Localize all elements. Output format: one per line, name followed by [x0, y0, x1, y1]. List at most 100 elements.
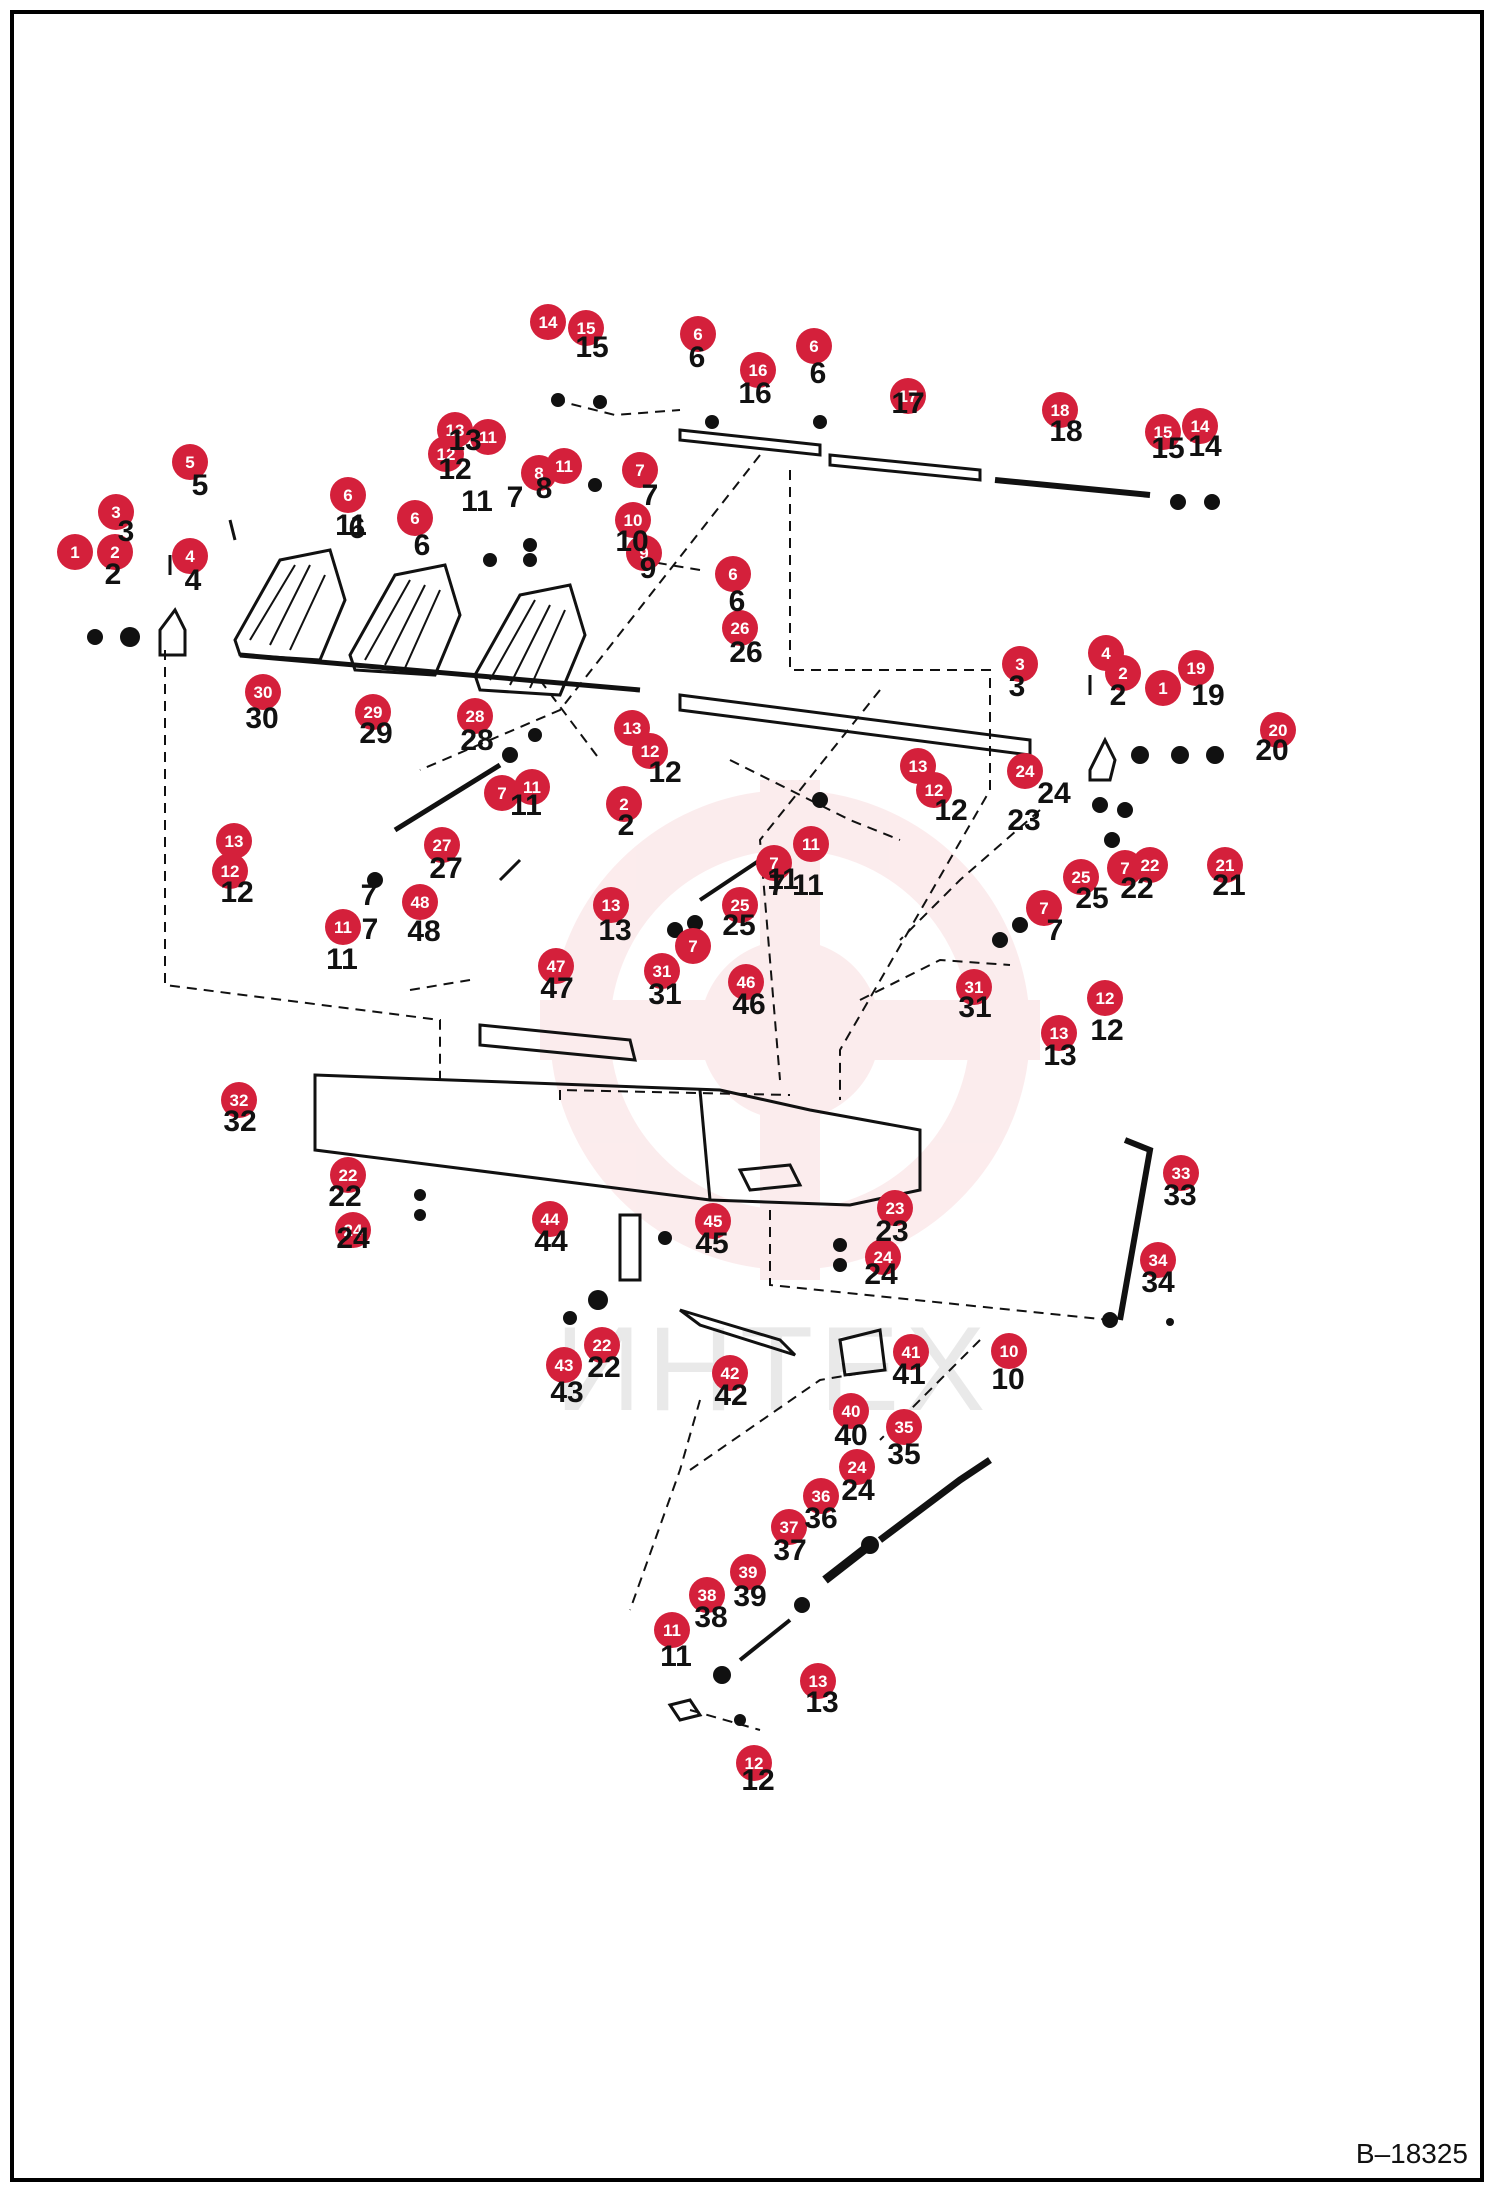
- callout-circle: [1026, 890, 1062, 926]
- callout-circle: [800, 1663, 836, 1699]
- callout-badge: 19: [1178, 650, 1214, 686]
- part-number-label: 24: [336, 1222, 370, 1255]
- part-number-label: 36: [804, 1502, 837, 1535]
- rod-25: [698, 858, 762, 902]
- callout-number: 25: [731, 896, 750, 915]
- callout-badge: 6: [680, 316, 716, 352]
- callout-number: 20: [1269, 721, 1288, 740]
- part-number-label: 12: [934, 794, 967, 827]
- callout-circle: [890, 378, 926, 414]
- callout-badge: 47: [538, 948, 574, 984]
- callout-badge: 34: [1140, 1242, 1176, 1278]
- callout-number: 30: [254, 683, 273, 702]
- callout-badge: 25: [1063, 859, 1099, 895]
- callout-badge: 43: [546, 1347, 582, 1383]
- callout-number: 24: [874, 1248, 893, 1267]
- callout-circle: [57, 534, 93, 570]
- callout-badge: 25: [722, 887, 758, 923]
- callout-number: 29: [364, 703, 383, 722]
- callout-circle: [1140, 1242, 1176, 1278]
- callout-number: 12: [641, 742, 660, 761]
- part-number-label: 46: [732, 988, 765, 1021]
- part-number-label: 7: [769, 869, 786, 902]
- part-number-label: 22: [328, 1180, 361, 1213]
- spring-36: [822, 1541, 873, 1584]
- callout-number: 39: [739, 1563, 758, 1582]
- callout-number: 22: [593, 1336, 612, 1355]
- callout-circle: [1260, 712, 1296, 748]
- callout-circle: [796, 328, 832, 364]
- callout-number: 44: [541, 1210, 560, 1229]
- callout-number: 7: [769, 854, 778, 873]
- callout-number: 2: [110, 543, 119, 562]
- callout-number: 2: [1118, 664, 1127, 683]
- part-number-label: 6: [349, 512, 366, 545]
- callout-badge: 11: [470, 419, 506, 455]
- callout-badge: 22: [1132, 847, 1168, 883]
- callout-circle: [172, 444, 208, 480]
- part-number-label: 12: [741, 1764, 774, 1797]
- callout-badge: 11: [325, 909, 361, 945]
- callout-badge: 45: [695, 1203, 731, 1239]
- callout-number: 32: [230, 1091, 249, 1110]
- callout-number: 26: [731, 619, 750, 638]
- callout-number: 27: [433, 836, 452, 855]
- callout-badge: 33: [1163, 1155, 1199, 1191]
- callout-number: 13: [809, 1672, 828, 1691]
- part-number-label: 28: [460, 724, 493, 757]
- callout-badge: 31: [644, 953, 680, 989]
- callout-badge: 35: [886, 1409, 922, 1445]
- callout-badge: 8: [521, 455, 557, 491]
- callout-number: 11: [555, 457, 573, 476]
- part-number-label: 22: [1120, 872, 1153, 905]
- callout-circle: [722, 887, 758, 923]
- callout-circle: [1163, 1155, 1199, 1191]
- part-number-label: 23: [875, 1215, 908, 1248]
- part-number-label: 7: [507, 481, 524, 514]
- assembly-dashed-lines: [164, 399, 1111, 1731]
- part-number-label: 6: [810, 357, 827, 390]
- callout-number: 2: [619, 795, 628, 814]
- callout-circle: [1145, 670, 1181, 706]
- callout-circle: [470, 419, 506, 455]
- callout-number: 22: [1141, 856, 1160, 875]
- callout-badge: 13: [1041, 1015, 1077, 1051]
- callout-number: 11: [802, 835, 820, 854]
- callout-badge: 42: [712, 1355, 748, 1391]
- callout-badge: 13: [593, 887, 629, 923]
- part-number-label: 13: [598, 914, 631, 947]
- callout-circle: [712, 1355, 748, 1391]
- callout-circle: [221, 1082, 257, 1118]
- callout-circle: [325, 909, 361, 945]
- callout-circle: [654, 1612, 690, 1648]
- diagram-frame: [10, 10, 1484, 2182]
- part-number-label: 6: [414, 529, 431, 562]
- callout-circle: [212, 853, 248, 889]
- callout-badge: 12: [736, 1745, 772, 1781]
- callout-number: 17: [899, 387, 918, 406]
- callout-number: 11: [663, 1621, 681, 1640]
- callout-badge: 17: [890, 378, 926, 414]
- callout-badge: 12: [632, 733, 668, 769]
- callout-circle: [530, 304, 566, 340]
- callout-circle: [428, 436, 464, 472]
- part-number-label: 19: [1191, 679, 1224, 712]
- rod-18: [994, 477, 1151, 498]
- link-42: [679, 1308, 797, 1357]
- callout-badge: 13: [800, 1663, 836, 1699]
- callout-number: 1: [1158, 679, 1167, 698]
- shaft-26: [678, 693, 1032, 757]
- callout-number: 40: [842, 1402, 861, 1421]
- part-number-label: 12: [1090, 1014, 1123, 1047]
- callout-badge: 7: [484, 775, 520, 811]
- callout-number: 10: [1000, 1342, 1019, 1361]
- callout-circle: [172, 538, 208, 574]
- part-number-label: 11: [792, 869, 824, 902]
- callout-circle: [98, 494, 134, 530]
- callout-badge: 5: [172, 444, 208, 480]
- callout-badge: 6: [397, 500, 433, 536]
- callout-circle: [1087, 980, 1123, 1016]
- part-number-label: 11: [660, 1640, 692, 1673]
- callout-number: 6: [693, 325, 702, 344]
